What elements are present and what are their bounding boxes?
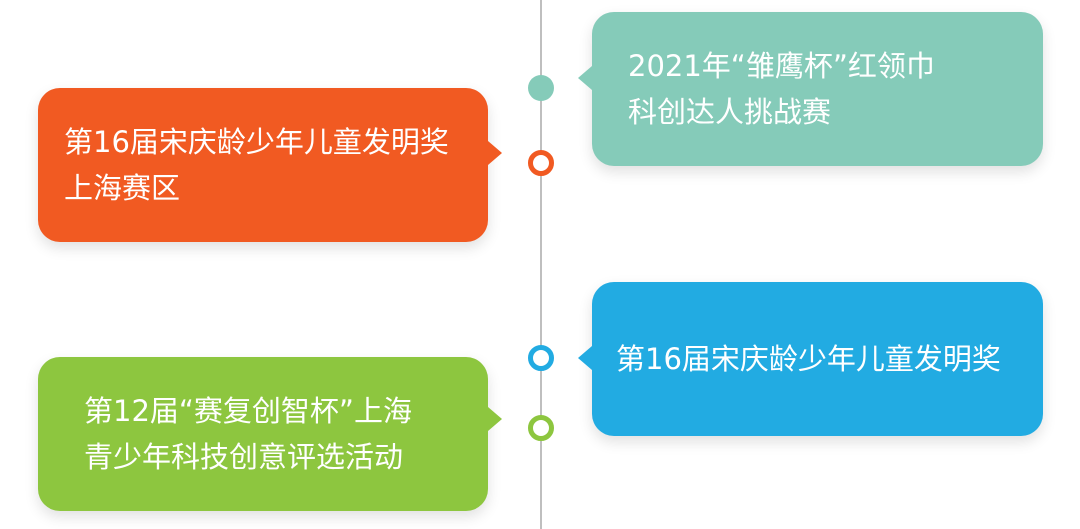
timeline-dot-blue [528,345,554,371]
event-card-3: 第16届宋庆龄少年儿童发明奖 [592,282,1043,436]
event-card-1-text: 2021年“雏鹰杯”红领巾 科创达人挑战赛 [628,49,935,129]
event-card-4-pointer [488,407,502,431]
event-card-3-pointer [578,346,592,370]
timeline-line [540,0,542,529]
event-card-1: 2021年“雏鹰杯”红领巾 科创达人挑战赛 [592,12,1043,166]
event-card-2: 第16届宋庆龄少年儿童发明奖 上海赛区 [38,88,488,242]
event-card-4-text: 第12届“赛复创智杯”上海 青少年科技创意评选活动 [84,394,412,474]
timeline-dot-teal [528,75,554,101]
event-card-4: 第12届“赛复创智杯”上海 青少年科技创意评选活动 [38,357,488,511]
timeline-dot-green [528,415,554,441]
event-card-1-pointer [578,66,592,90]
timeline-dot-orange [528,150,554,176]
event-card-3-text: 第16届宋庆龄少年儿童发明奖 [616,342,1001,376]
event-card-2-text: 第16届宋庆龄少年儿童发明奖 上海赛区 [64,125,449,205]
event-card-2-pointer [488,141,502,165]
